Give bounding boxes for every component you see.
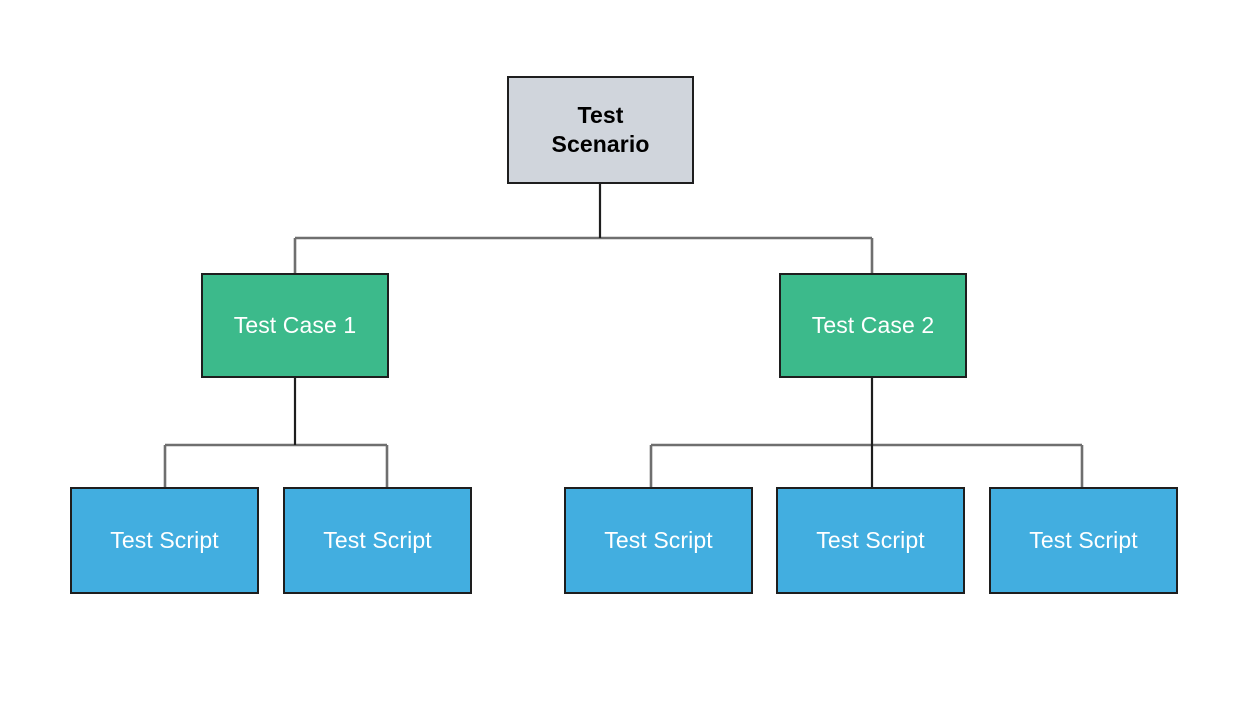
node-label-test-script-1: Test Script: [110, 526, 219, 553]
node-test-script-4[interactable]: Test Script: [776, 487, 965, 594]
node-label-test-script-5: Test Script: [1029, 526, 1138, 553]
node-test-case-1[interactable]: Test Case 1: [201, 273, 389, 378]
node-label-test-script-3: Test Script: [604, 526, 713, 553]
node-test-script-5[interactable]: Test Script: [989, 487, 1178, 594]
node-label-test-script-4: Test Script: [816, 526, 925, 553]
node-label-test-script-2: Test Script: [323, 526, 432, 553]
node-label-test-case-2: Test Case 2: [811, 311, 935, 338]
node-test-script-1[interactable]: Test Script: [70, 487, 259, 594]
node-test-script-3[interactable]: Test Script: [564, 487, 753, 594]
node-label-test-case-1: Test Case 1: [233, 311, 357, 338]
node-test-scenario[interactable]: Test Scenario: [507, 76, 694, 184]
node-test-case-2[interactable]: Test Case 2: [779, 273, 967, 378]
node-label-test-scenario: Test Scenario: [551, 101, 650, 157]
node-test-script-2[interactable]: Test Script: [283, 487, 472, 594]
